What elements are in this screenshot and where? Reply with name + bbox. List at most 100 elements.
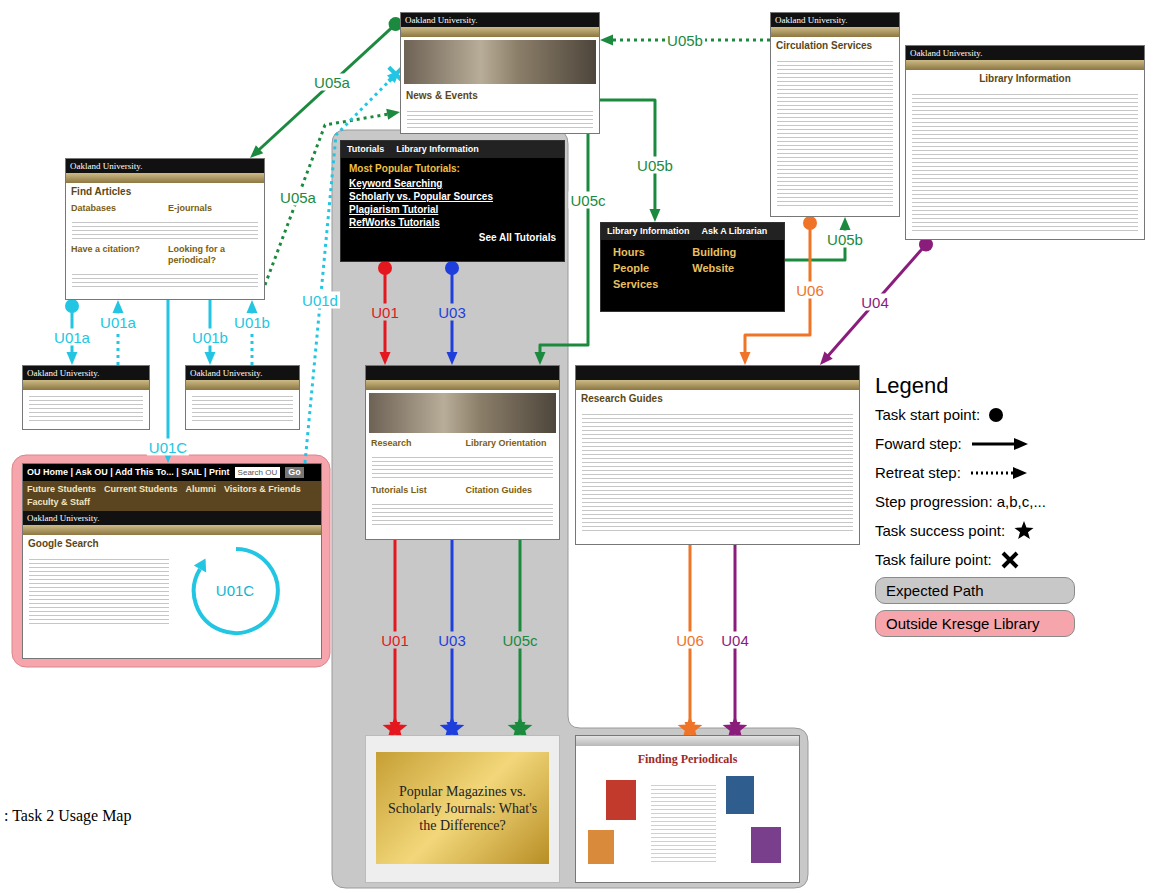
arrow-head [205, 352, 216, 365]
mags-row [576, 772, 799, 872]
screen-text: Have a citation? [71, 244, 162, 266]
failure-x-symbol [1000, 550, 1020, 570]
lines-row [407, 108, 593, 128]
screen-text: Future Students [27, 484, 96, 495]
loop-label: U01C [214, 582, 256, 599]
legend-text: Task failure point: [875, 551, 992, 568]
photo-row [369, 393, 556, 433]
edge-label: U01d [300, 292, 340, 309]
arrow-head [820, 352, 833, 365]
screenshot-node: ResearchLibrary OrientationTutorials Lis… [365, 365, 560, 540]
legend-row: Retreat step: [875, 458, 1150, 487]
forward-line [167, 300, 170, 453]
screenshot-node: Oakland University. [22, 365, 150, 430]
start-dot [445, 261, 459, 275]
screen-text: Tutorials List [371, 485, 460, 496]
hdr-row: Oakland University. [23, 511, 321, 525]
legend-row: Step progression: a,b,c,... [875, 487, 1150, 516]
usage-arrow [250, 17, 403, 158]
screen-text: Services [613, 278, 658, 291]
screenshot-node: TutorialsLibrary InformationMost Popular… [340, 140, 565, 262]
grid2-row: ResearchLibrary Orientation [366, 436, 559, 451]
band-row [401, 27, 599, 37]
body-row: Circulation Services [771, 37, 899, 55]
screen-text: Search OU [235, 467, 281, 478]
screen-text: Current Students [104, 484, 178, 495]
body-row: Find Articles [66, 183, 264, 201]
screen-text: News & Events [406, 90, 478, 101]
figure-caption: : Task 2 Usage Map [4, 806, 131, 825]
legend-row: Task start point: [875, 400, 1150, 429]
edge-label: U01 [379, 632, 411, 649]
body-row: Google Search [23, 535, 321, 553]
legend-title: Legend [875, 372, 1150, 400]
band-row [66, 173, 264, 183]
arrow-head [649, 209, 660, 222]
screen-text: Finding Periodicals [638, 752, 738, 766]
lines-row [777, 58, 893, 208]
hdr-row: Oakland University. [771, 13, 899, 27]
hdr-row [576, 366, 859, 380]
forward-line [827, 240, 930, 357]
screen-text: RefWorks Tutorials [349, 216, 556, 229]
grid2-row: DatabasesE-journals [66, 201, 264, 216]
arrow-head [386, 109, 400, 120]
screen-text: Oakland University. [190, 368, 262, 378]
start-dot [803, 216, 817, 230]
band-row [771, 27, 899, 37]
screenshot-node: Library InformationAsk A LibrarianHoursP… [600, 222, 785, 312]
legend-text: Foward step: [875, 435, 962, 452]
screen-text: E-journals [168, 203, 259, 214]
arrow-head [246, 300, 257, 313]
screen-text: Popular Magazines vs. Scholarly Journals… [382, 783, 543, 834]
screen-text: Circulation Services [776, 40, 872, 51]
arrow-head [447, 352, 458, 365]
edge-label: U01b [232, 314, 272, 331]
band-row [576, 380, 859, 390]
screen-text: Faculty & Staff [27, 497, 90, 508]
legend-text: Outside Kresge Library [886, 615, 1039, 632]
edge-label: U04 [859, 294, 891, 311]
screen-text: Website [692, 262, 736, 275]
screen-text: Keyword Searching [349, 177, 556, 190]
body-row: Research Guides [576, 390, 859, 408]
screen-text: Oakland University. [910, 48, 982, 58]
forward-arrow-symbol [970, 436, 1030, 452]
success-star-symbol [1013, 520, 1035, 542]
screen-text: Ask A Librarian [702, 226, 768, 237]
hdr-row: Oakland University. [186, 366, 299, 380]
screen-text: Hours [613, 246, 658, 259]
screen-text: Tutorials [347, 144, 384, 155]
arrow-head [380, 352, 391, 365]
screen-text: Library Information [979, 73, 1071, 84]
retreat-arrow-symbol [969, 465, 1029, 481]
hdr-row: Oakland University. [906, 46, 1144, 60]
body-row: Library Information [906, 70, 1144, 88]
legend-row: Outside Kresge Library [875, 607, 1150, 640]
screen-text: Oakland University. [27, 513, 99, 523]
body-row: News & Events [401, 87, 599, 105]
mmore-row: See All Tutorials [341, 229, 564, 248]
legend-text: Expected Path [886, 582, 984, 599]
lines-row [372, 454, 553, 480]
usage-arrow [820, 238, 933, 365]
edge-label: U01C [147, 439, 189, 456]
legend-row: Expected Path [875, 574, 1150, 607]
legend-text: Retreat step: [875, 464, 961, 481]
lines-row [192, 393, 293, 423]
edge-label: U05b [825, 231, 865, 248]
outside-library-region [12, 455, 330, 667]
screen-text: Research Guides [581, 393, 663, 404]
doc-row: Popular Magazines vs. Scholarly Journals… [376, 752, 549, 864]
screen-text: Looking for a periodical? [168, 244, 259, 266]
screenshot-node: Oakland University.News & Events [400, 12, 600, 134]
edge-label: U05b [665, 32, 705, 49]
screen-text: Oakland University. [775, 15, 847, 25]
arrow-head [113, 300, 124, 313]
start-dot [65, 299, 79, 313]
forward-line [209, 300, 212, 355]
screen-text: Oakland University. [70, 161, 142, 171]
screenshot-node: Research Guides [575, 365, 860, 545]
grid2-row: Have a citation? Looking for a periodical… [66, 242, 264, 268]
